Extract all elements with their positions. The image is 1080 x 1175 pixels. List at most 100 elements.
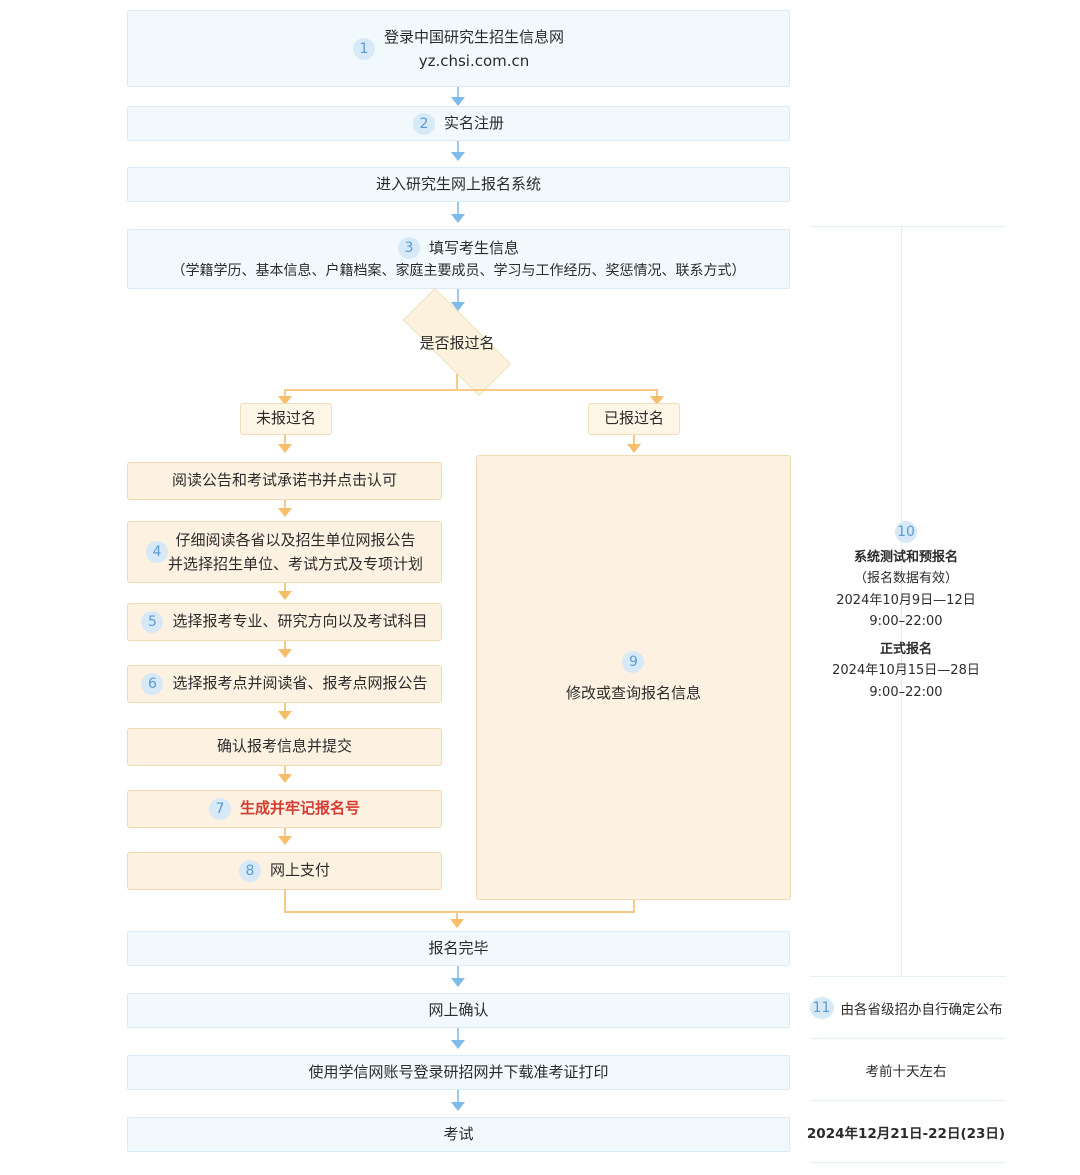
choose-major-label: 选择报考专业、研究方向以及考试科目 xyxy=(172,612,428,631)
connector-enter-fill xyxy=(457,202,459,217)
timeline-separator-top xyxy=(810,226,1006,227)
timeline-separator-2 xyxy=(810,1038,1006,1039)
arrow-split-right xyxy=(650,396,664,405)
fill-info-line-1: 填写考生信息 xyxy=(428,238,519,257)
step-number-6: 6 xyxy=(141,673,164,695)
step-number-8: 8 xyxy=(238,860,261,882)
enter-system-label: 进入研究生网上报名系统 xyxy=(375,174,541,193)
flow-box-modify-query[interactable]: 9 修改或查询报名信息 xyxy=(476,455,791,900)
arrow-merge-done xyxy=(450,919,464,928)
connector-login-register xyxy=(457,87,459,100)
flow-box-register[interactable]: 2 实名注册 xyxy=(127,106,790,141)
connector-download-exam xyxy=(457,1090,459,1104)
arrow-readprov-major xyxy=(278,591,292,600)
timeline-separator-3 xyxy=(810,1100,1006,1101)
connector-site-confirm xyxy=(284,703,286,713)
register-label: 实名注册 xyxy=(443,113,504,132)
decision-has-registered[interactable]: 是否报过名 xyxy=(381,288,533,396)
timeline-separator-4 xyxy=(810,1162,1006,1163)
arrow-split-left xyxy=(278,396,292,405)
schedule-line-7: 9:00–22:00 xyxy=(869,684,943,700)
decision-label: 是否报过名 xyxy=(419,333,495,352)
step-number-4: 4 xyxy=(146,541,168,563)
arrow-major-site xyxy=(278,649,292,658)
branch-label-not-registered[interactable]: 未报过名 xyxy=(240,403,332,435)
step-number-9: 9 xyxy=(622,650,645,673)
connector-merge-stem xyxy=(456,911,458,921)
schedule-line-6: 2024年10月15日—28日 xyxy=(832,663,980,679)
connector-readnotice-readprov xyxy=(284,500,286,510)
choose-site-label: 选择报考点并阅读省、报考点网报公告 xyxy=(172,674,428,693)
confirm-note-text: 由各省级招办自行确定公布 xyxy=(840,1002,1003,1018)
connector-done-confirm xyxy=(457,966,459,980)
modify-query-label: 修改或查询报名信息 xyxy=(565,683,701,702)
read-province-line-2: 并选择招生单位、考试方式及专项计划 xyxy=(167,555,423,573)
schedule-line-4: 9:00–22:00 xyxy=(869,614,943,630)
arrow-readnotice-readprov xyxy=(278,508,292,517)
flow-box-login-text: 登录中国研究生招生信息网 yz.chsi.com.cn xyxy=(384,25,564,73)
admission-note-text: 考前十天左右 xyxy=(865,1064,947,1080)
arrow-site-confirm xyxy=(278,711,292,720)
connector-confirm-download xyxy=(457,1028,459,1042)
connector-confirm-gennum xyxy=(284,766,286,776)
step-number-5: 5 xyxy=(141,611,164,633)
connector-register-enter xyxy=(457,141,459,155)
arrow-login-register xyxy=(451,97,465,106)
connector-gennum-pay xyxy=(284,828,286,838)
branch-label-registered[interactable]: 已报过名 xyxy=(588,403,680,435)
flow-box-exam[interactable]: 考试 xyxy=(127,1117,790,1152)
connector-split-left xyxy=(284,389,286,398)
confirm-submit-label: 确认报考信息并提交 xyxy=(216,737,352,756)
flow-box-choose-site[interactable]: 6 选择报考点并阅读省、报考点网报公告 xyxy=(127,665,442,703)
connector-right-label-down xyxy=(633,435,635,447)
connector-major-site xyxy=(284,641,286,651)
timeline-schedule: 10 系统测试和预报名 （报名数据有效） 2024年10月9日—12日 9:00… xyxy=(806,512,1006,712)
flow-box-read-notice[interactable]: 阅读公告和考试承诺书并点击认可 xyxy=(127,462,442,500)
branch-label-left-text: 未报过名 xyxy=(255,409,316,428)
connector-left-label-down xyxy=(284,435,286,447)
online-pay-label: 网上支付 xyxy=(269,861,330,880)
connector-merge-horizontal xyxy=(284,911,635,913)
registration-done-label: 报名完毕 xyxy=(428,938,489,957)
step-number-2: 2 xyxy=(412,112,435,135)
flow-box-choose-major[interactable]: 5 选择报考专业、研究方向以及考试科目 xyxy=(127,603,442,641)
schedule-line-5: 正式报名 xyxy=(879,641,932,657)
flow-box-login-content: 1 登录中国研究生招生信息网 yz.chsi.com.cn xyxy=(352,25,564,73)
flow-box-generate-number-content: 7 生成并牢记报名号 xyxy=(208,797,360,820)
arrow-confirm-gennum xyxy=(278,774,292,783)
flow-box-download-admission[interactable]: 使用学信网账号登录研招网并下载准考证打印 xyxy=(127,1055,790,1090)
flow-box-registration-done[interactable]: 报名完毕 xyxy=(127,931,790,966)
schedule-line-1: 系统测试和预报名 xyxy=(853,549,958,565)
timeline-exam-note: 2024年12月21日-22日(23日) xyxy=(806,1112,1006,1152)
flow-box-login[interactable]: 1 登录中国研究生招生信息网 yz.chsi.com.cn xyxy=(127,10,790,87)
step-number-1: 1 xyxy=(352,37,375,60)
exam-note-text: 2024年12月21日-22日(23日) xyxy=(806,1126,1006,1142)
connector-decision-split xyxy=(284,389,658,391)
connector-right-merge-down xyxy=(633,900,635,913)
flow-box-online-pay[interactable]: 8 网上支付 xyxy=(127,852,442,890)
timeline-separator-vertical xyxy=(901,226,902,976)
flow-box-read-province[interactable]: 4 仔细阅读各省以及招生单位网报公告 并选择招生单位、考试方式及专项计划 xyxy=(127,521,442,583)
flow-box-confirm-submit[interactable]: 确认报考信息并提交 xyxy=(127,728,442,766)
flow-box-choose-site-content: 6 选择报考点并阅读省、报考点网报公告 xyxy=(141,672,428,695)
flow-box-fill-info-text: 3 填写考生信息 （学籍学历、基本信息、户籍档案、家庭主要成员、学习与工作经历、… xyxy=(172,236,746,282)
arrow-download-exam xyxy=(451,1102,465,1111)
flow-box-fill-info[interactable]: 3 填写考生信息 （学籍学历、基本信息、户籍档案、家庭主要成员、学习与工作经历、… xyxy=(127,229,790,289)
schedule-line-3: 2024年10月9日—12日 xyxy=(836,592,976,608)
flow-box-generate-number[interactable]: 7 生成并牢记报名号 xyxy=(127,790,442,828)
flow-box-modify-query-text: 9 修改或查询报名信息 xyxy=(565,650,701,705)
flow-box-online-pay-content: 8 网上支付 xyxy=(238,859,330,882)
flow-box-online-confirm[interactable]: 网上确认 xyxy=(127,993,790,1028)
connector-split-right xyxy=(656,389,658,398)
arrow-done-confirm xyxy=(451,978,465,987)
flow-box-enter-system[interactable]: 进入研究生网上报名系统 xyxy=(127,167,790,202)
branch-label-right-text: 已报过名 xyxy=(603,409,664,428)
timeline-admission-note: 考前十天左右 xyxy=(806,1050,1006,1090)
arrow-right-label-down xyxy=(627,444,641,453)
login-line-2: yz.chsi.com.cn xyxy=(418,51,530,70)
generate-number-label: 生成并牢记报名号 xyxy=(239,799,360,818)
arrow-confirm-download xyxy=(451,1040,465,1049)
step-number-7: 7 xyxy=(208,798,231,820)
arrow-fill-decision xyxy=(451,302,465,311)
